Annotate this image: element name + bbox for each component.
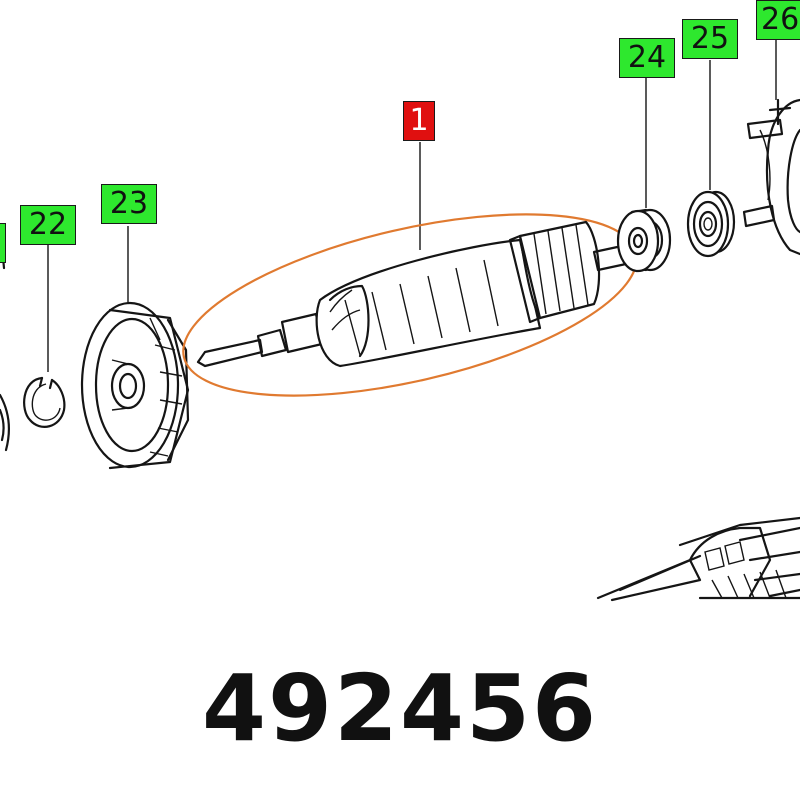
- callout-tag-26: 26: [756, 0, 800, 40]
- callout-tag-24: 24: [619, 38, 675, 78]
- callout-label-22: 22: [28, 207, 68, 242]
- callout-tag-23: 23: [101, 184, 157, 224]
- callout-label-1: 1: [409, 103, 429, 138]
- retaining-ring-22: [23, 376, 66, 428]
- callout-tag-22: 22: [20, 205, 76, 245]
- callout-tag-1: 1: [403, 101, 435, 141]
- callout-tag-partial-left: [0, 223, 6, 263]
- partial-assembly-bottom-right: [596, 516, 800, 602]
- callout-tag-25: 25: [682, 19, 738, 59]
- seal-ring-25: [686, 190, 736, 258]
- callout-label-23: 23: [109, 186, 149, 221]
- housing-26: [742, 98, 800, 256]
- bearing-24: [616, 208, 672, 273]
- part-number: 492456: [201, 655, 599, 762]
- callout-label-24: 24: [627, 40, 667, 75]
- leader-lines: [47, 38, 777, 372]
- armature-1: [182, 213, 638, 397]
- callout-label-26: 26: [761, 2, 800, 37]
- fan-23: [80, 301, 190, 470]
- callout-label-25: 25: [690, 21, 730, 56]
